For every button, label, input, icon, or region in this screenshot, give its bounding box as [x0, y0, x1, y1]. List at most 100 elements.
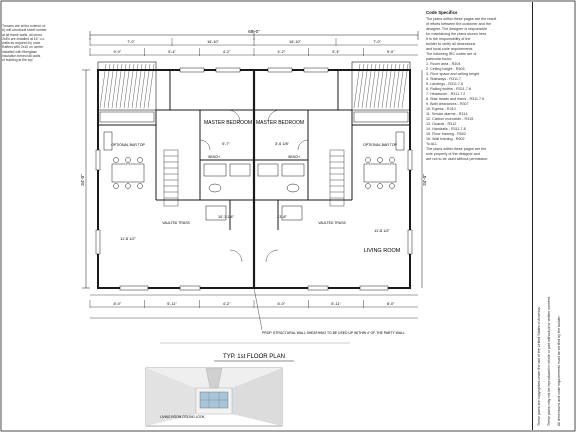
left-note-line: 2x8's are installed at 16" o.c.	[2, 36, 46, 41]
dims-top-row-2: 9'-0" 5'-4" 4'-2" 4'-2" 5'-4" 9'-0"	[89, 48, 395, 56]
right-note-line: 6. Railing widths - R311.7.8	[426, 87, 471, 91]
stairs-left	[163, 149, 179, 207]
right-note-line: 15. Floor framing - R502	[426, 132, 466, 136]
right-note-line: and local code requirements.	[426, 47, 474, 51]
stairs-right	[329, 149, 345, 207]
dims-top2-label: 5'-4"	[332, 50, 340, 54]
right-note-line: designer. The designer is responsible	[426, 27, 488, 31]
right-note-line: 1. Room area - R304	[426, 62, 461, 66]
overall-depth-label-left: 34'-0"	[80, 174, 85, 186]
right-notes-lines: The plans within these pages are the res…	[426, 17, 524, 162]
dims-bottom-label: 5'-11"	[331, 302, 341, 306]
right-note-line: 2. Ceiling height - R305	[426, 67, 465, 71]
roof-hatching	[99, 63, 409, 109]
vaulted-truss-right-label: VAULTED TRUSS	[318, 221, 346, 225]
party-wall-note: PROP. STRUCTURAL WALL SHEATHING TO BE US…	[262, 331, 405, 335]
left-note-line: A) will-structural sheet lumber	[2, 28, 47, 33]
vaulted-truss-left-label: VAULTED TRUSS	[162, 221, 190, 225]
right-note-line: The plans within these pages are the res…	[426, 17, 497, 21]
right-note-line: 5. Landings - R311.7.6	[426, 82, 464, 86]
left-note-line: of building at the top	[2, 58, 33, 63]
right-note-line: for maintaining the plans shown here.	[426, 32, 488, 36]
bench-left-label: BENCH	[208, 155, 220, 159]
left-note-line: walls as required by code	[2, 41, 41, 46]
overall-depth-label-right: 34'-0"	[422, 174, 427, 186]
door-swings	[199, 109, 309, 263]
dims-bottom-label: 5'-11"	[167, 302, 177, 306]
left-note-line: at all frame walls, all doors	[2, 32, 42, 37]
optional-bar-left-label: OPTIONAL BAR TOP	[111, 143, 145, 147]
right-note-line: To ALL	[426, 142, 438, 146]
party-wall-leader	[253, 287, 263, 331]
kitchen-right	[353, 111, 409, 189]
dims-top-label: 7'-0"	[127, 40, 135, 44]
right-note-line: The following IRC codes are of	[426, 52, 477, 56]
overall-depth-dimension	[82, 69, 423, 289]
dims-top2-label: 4'-2"	[278, 50, 286, 54]
right-note-line: 11. Smoke alarms - R314	[426, 112, 468, 116]
dims-bottom-label: 8'-0"	[387, 302, 395, 306]
right-note-line: sole property of the designer and	[426, 152, 480, 156]
inner-dimension-label: 13'-8"	[277, 215, 287, 219]
right-note-line: 12. Carbon monoxide - R315	[426, 117, 474, 121]
dims-top-label: 7'-0"	[373, 40, 381, 44]
dims-top2-label: 9'-0"	[387, 50, 395, 54]
right-note-line: builder to verify all dimensions	[426, 42, 476, 46]
dims-top-row: 7'-0" 16'-10" 16'-10" 7'-0"	[89, 38, 381, 46]
interior-walls-right	[254, 70, 410, 230]
left-note-line: installed with fiberglass	[2, 49, 37, 54]
dims-top-label: 16'-10"	[207, 40, 219, 44]
optional-bar-right-label: OPTIONAL BAR TOP	[363, 143, 397, 147]
inner-dimension-label: 5'-7"	[222, 142, 230, 146]
inner-dimension-label: 3'-6 1/8"	[275, 142, 290, 146]
plan-title: TYP. 1st FLOOR PLAN	[223, 354, 285, 360]
left-note-line: insulation behind all walls	[2, 54, 41, 59]
overall-width-dimension	[89, 31, 419, 40]
right-note-line: 16. Wall framing - R602	[426, 137, 465, 141]
corner-roofs	[97, 61, 411, 111]
bath-fixtures	[203, 163, 305, 221]
dims-bottom-row: 8'-0" 5'-11" 4'-2" 6'-0" 5'-11" 8'-0"	[89, 300, 395, 308]
right-note-line: 13. Guards - R312	[426, 122, 457, 126]
living-room-label: LIVING ROOM	[364, 248, 401, 254]
dims-bottom-label: 6'-0"	[278, 302, 286, 306]
right-note-line: 3. Floor space and ceiling height	[426, 72, 480, 76]
right-note-line: 14. Handrails - R311.7.8	[426, 127, 466, 131]
windows	[95, 67, 413, 291]
inner-dimension-label: 11'-8 1/2"	[374, 229, 390, 233]
right-note-line: are not to be used without permission.	[426, 157, 489, 161]
inner-dimensions: 11'-8 1/2" 10'-3 1/4" 13'-8" 5'-7" 3'-6 1/8"…	[120, 142, 390, 241]
dims-top2-label: 4'-2"	[223, 50, 231, 54]
dims-bottom-label: 4'-2"	[223, 302, 231, 306]
left-note-line: Trusses are at the exterior of	[2, 24, 46, 28]
right-note-line: It is the responsibility of the	[426, 37, 471, 41]
dims-top-label: 16'-10"	[289, 40, 301, 44]
dims-bottom-label: 8'-0"	[114, 302, 122, 306]
code-heading: Code Specifics	[426, 10, 458, 15]
interior-walls-left	[98, 70, 254, 230]
kitchen-left	[99, 111, 155, 189]
right-note-line: 8. Stair treads and risers - R311.7.5	[426, 97, 485, 101]
right-note-line: The plans within these pages are the	[426, 147, 487, 151]
right-note-line: of efforts between the customer and the	[426, 22, 491, 26]
right-note-line: 9. Bath clearances - R307	[426, 102, 469, 106]
master-bedroom-right-label: MASTER BEDROOM	[256, 120, 304, 126]
inset-rendering	[145, 367, 283, 427]
dims-top2-label: 9'-0"	[114, 50, 122, 54]
right-note-line: 4. Stairways - R311.7	[426, 77, 461, 81]
overall-width-label: 68'-0"	[248, 29, 260, 34]
bench-right-label: BENCH	[288, 155, 300, 159]
inner-dimension-label: 10'-3 1/4"	[218, 215, 235, 219]
right-note-line: particular focus:	[426, 57, 453, 61]
inner-dimension-label: 11'-8 1/2"	[120, 237, 136, 241]
master-bedroom-left-label: MASTER BEDROOM	[204, 120, 252, 126]
title-block: These plans are copyrighted under the la…	[532, 2, 575, 430]
right-note-line: 7. Headroom - R311.7.2	[426, 92, 466, 96]
dims-top2-label: 5'-4"	[168, 50, 176, 54]
right-notes: Code Specifics The plans within these pa…	[426, 10, 524, 410]
inset-caption: LIVING ROOM CEILING LOOK	[160, 415, 206, 419]
